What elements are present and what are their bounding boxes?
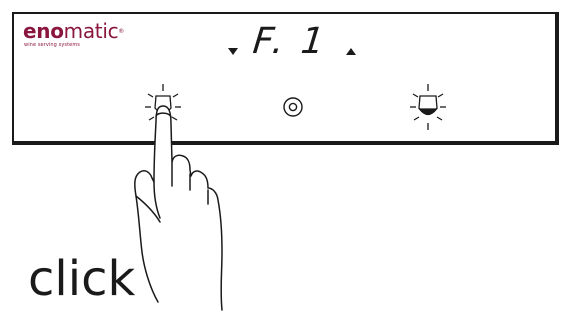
ok-button-icon[interactable] (284, 98, 302, 116)
arrow-up-icon[interactable] (346, 48, 356, 55)
large-pour-glass-icon[interactable] (410, 84, 446, 130)
click-instruction-label: click (28, 249, 135, 309)
pointing-hand-illustration (135, 106, 222, 310)
arrow-down-icon[interactable] (228, 48, 238, 55)
